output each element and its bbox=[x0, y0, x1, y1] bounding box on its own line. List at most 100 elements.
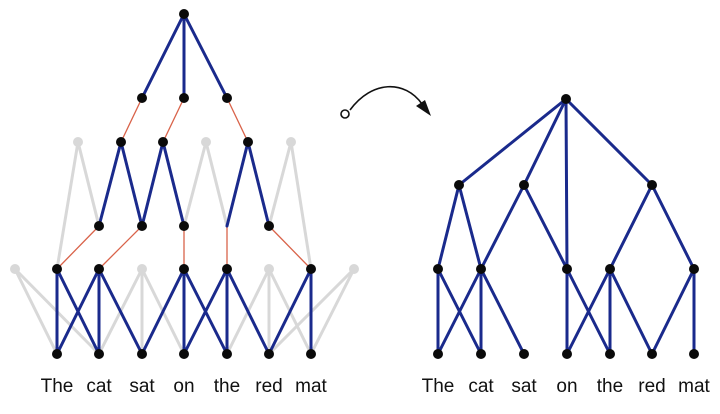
right-edge-17 bbox=[650, 183, 696, 271]
ghost-edge-13 bbox=[204, 140, 229, 228]
right-l1-node-0 bbox=[433, 264, 443, 274]
left-word-3: on bbox=[173, 376, 194, 397]
left-edge-root-2 bbox=[182, 12, 229, 100]
ghost-edge-15 bbox=[289, 140, 313, 271]
left-word-1: cat bbox=[86, 376, 112, 397]
ghost-edge-14 bbox=[267, 140, 293, 228]
left-l4-node-2 bbox=[222, 93, 232, 103]
right-l2-node-1 bbox=[519, 180, 529, 190]
left-word-node-6 bbox=[306, 349, 316, 359]
right-edge-13 bbox=[457, 183, 483, 271]
left-edge-l3-2 bbox=[140, 140, 165, 228]
right-tree: The cat sat on the red mat bbox=[422, 94, 711, 397]
left-word-node-3 bbox=[179, 349, 189, 359]
right-edge-15 bbox=[522, 183, 569, 271]
ghost-node-2 bbox=[264, 264, 274, 274]
right-tree-edges bbox=[436, 97, 696, 356]
left-word-labels: The cat sat on the red mat bbox=[41, 376, 328, 397]
left-l2-node-3 bbox=[264, 221, 274, 231]
right-edge-10 bbox=[650, 267, 696, 356]
right-l1-node-2 bbox=[562, 264, 572, 274]
ghost-node-0 bbox=[10, 264, 20, 274]
left-edge-root-0 bbox=[140, 12, 186, 100]
right-edge-7 bbox=[565, 267, 612, 356]
left-l3-node-1 bbox=[158, 137, 168, 147]
left-l3-node-2 bbox=[243, 137, 253, 147]
right-edge-18 bbox=[457, 97, 568, 187]
right-word-4: the bbox=[597, 376, 623, 397]
right-l2-node-0 bbox=[454, 180, 464, 190]
left-l3-node-0 bbox=[116, 137, 126, 147]
link-edge-7 bbox=[226, 97, 249, 143]
right-edge-21 bbox=[564, 97, 569, 271]
transform-arrow bbox=[340, 85, 431, 119]
ghost-node-3 bbox=[349, 264, 359, 274]
right-word-6: mat bbox=[678, 376, 710, 397]
left-edge-l1-8 bbox=[182, 267, 229, 356]
right-word-2: sat bbox=[511, 376, 537, 397]
link-edge-1 bbox=[98, 225, 143, 270]
right-word-node-6 bbox=[689, 349, 699, 359]
right-edge-9 bbox=[608, 267, 654, 356]
left-edge-l1-11 bbox=[267, 267, 313, 356]
right-l1-node-4 bbox=[689, 264, 699, 274]
link-edge-4 bbox=[268, 225, 312, 270]
ghost-node-1 bbox=[137, 264, 147, 274]
right-word-5: red bbox=[638, 376, 665, 397]
left-l1-node-1 bbox=[94, 264, 104, 274]
left-l2-node-2 bbox=[179, 221, 189, 231]
ghost-edge-8 bbox=[309, 267, 356, 356]
right-word-1: cat bbox=[468, 376, 494, 397]
left-l1-node-6 bbox=[306, 264, 316, 274]
right-edge-12 bbox=[436, 183, 461, 271]
right-edge-2 bbox=[436, 267, 483, 356]
left-edge-l3-1 bbox=[119, 140, 144, 228]
right-word-node-4 bbox=[605, 349, 615, 359]
right-word-labels: The cat sat on the red mat bbox=[422, 376, 711, 397]
right-word-node-0 bbox=[433, 349, 443, 359]
left-tree-nodes bbox=[52, 9, 316, 359]
left-pyramid: The cat sat on the red mat bbox=[10, 9, 359, 397]
link-edge-5 bbox=[120, 97, 143, 143]
right-l2-node-2 bbox=[647, 180, 657, 190]
ghost-node-4 bbox=[73, 137, 83, 147]
ghost-edge-11 bbox=[55, 140, 80, 271]
right-word-0: The bbox=[422, 376, 455, 397]
left-word-node-0 bbox=[52, 349, 62, 359]
arrow-curve bbox=[349, 85, 423, 111]
left-word-4: the bbox=[214, 376, 240, 397]
left-l1-node-4 bbox=[222, 264, 232, 274]
right-root-node bbox=[561, 94, 571, 104]
left-l1-node-0 bbox=[52, 264, 62, 274]
left-edge-l1-5 bbox=[140, 267, 186, 356]
left-edge-l1-10 bbox=[225, 267, 271, 356]
left-edge-l3-3 bbox=[161, 140, 186, 228]
right-word-node-2 bbox=[519, 349, 529, 359]
ghost-edge-12 bbox=[182, 140, 208, 228]
link-edge-0 bbox=[56, 225, 100, 270]
ghost-node-6 bbox=[286, 137, 296, 147]
right-edge-4 bbox=[479, 267, 526, 356]
left-word-2: sat bbox=[129, 376, 155, 397]
left-l2-node-1 bbox=[137, 221, 147, 231]
left-l4-node-1 bbox=[179, 93, 189, 103]
left-tree-edges bbox=[55, 12, 313, 356]
right-edge-19 bbox=[522, 97, 568, 187]
right-l1-node-3 bbox=[605, 264, 615, 274]
left-l2-node-0 bbox=[94, 221, 104, 231]
left-edge-l3-0 bbox=[97, 140, 123, 228]
right-word-node-5 bbox=[647, 349, 657, 359]
left-l4-node-0 bbox=[137, 93, 147, 103]
right-word-node-1 bbox=[476, 349, 486, 359]
left-word-0: The bbox=[41, 376, 74, 397]
right-word-node-3 bbox=[562, 349, 572, 359]
left-word-6: mat bbox=[295, 376, 327, 397]
left-l1-node-3 bbox=[179, 264, 189, 274]
right-word-3: on bbox=[556, 376, 577, 397]
left-word-node-1 bbox=[94, 349, 104, 359]
left-edge-l1-4 bbox=[97, 267, 144, 356]
left-edge-l3-4 bbox=[225, 140, 250, 228]
link-edge-6 bbox=[162, 97, 185, 143]
right-edge-20 bbox=[564, 97, 654, 187]
